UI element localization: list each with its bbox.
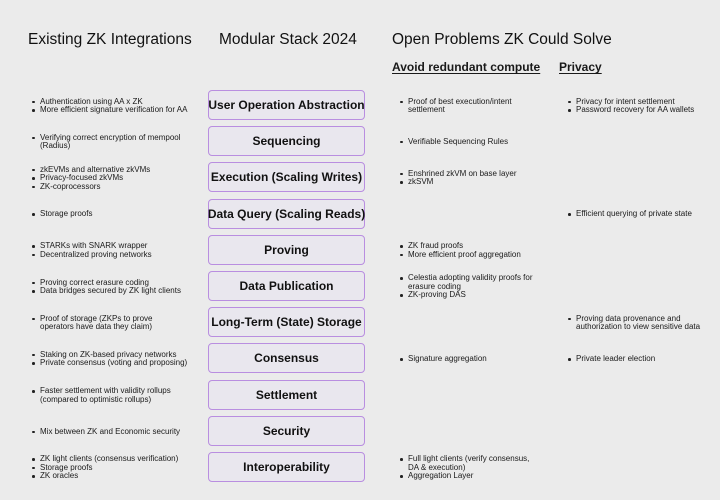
bullet-item: ZK-proving DAS: [400, 291, 533, 300]
bullet-item: Storage proofs: [31, 463, 178, 473]
existing-integrations: Proof of storage (ZKPs to prove operator…: [30, 307, 205, 339]
bullet-item: More efficient signature verification fo…: [31, 105, 188, 114]
bullet-item: Private consensus (voting and proposing): [31, 358, 188, 368]
stack-row: Mix between ZK and Economic security Secu…: [0, 415, 720, 448]
bullet-item: Storage proofs: [31, 209, 93, 219]
bullet-item: ZK-coprocessors: [31, 182, 150, 192]
privacy-problems: Private leader election: [566, 343, 716, 375]
bullet-item: Mix between ZK and Economic security: [31, 426, 181, 436]
privacy-problems: [566, 380, 716, 412]
stack-layer-box: Interoperability: [208, 452, 365, 482]
bullet-item: Proving correct erasure coding: [32, 278, 181, 288]
stack-layer-box: Data Publication: [208, 271, 365, 301]
bullet-item: zkSVM: [400, 178, 517, 187]
bullet-item: ZK fraud proofs: [400, 242, 521, 251]
existing-integrations: Storage proofs: [30, 199, 205, 231]
bullet-item: Decentralized proving networks: [32, 249, 152, 259]
compute-problems: [398, 307, 558, 339]
bullet-item: Proof of best execution/intent settlemen…: [400, 96, 512, 114]
subheader-compute: Avoid redundant compute: [392, 60, 541, 74]
bullet-item: Verifying correct encryption of mempool …: [32, 132, 181, 151]
compute-problems: Verifiable Sequencing Rules: [398, 126, 558, 158]
compute-problems: [398, 416, 558, 448]
bullet-item: More efficient proof aggregation: [400, 249, 521, 259]
privacy-problems: [566, 162, 716, 194]
bullet-item: Staking on ZK-based privacy networks: [31, 350, 187, 360]
bullet-item: Celestia adopting validity proofs for er…: [400, 273, 533, 291]
bullet-item: Proof of storage (ZKPs to prove operator…: [32, 313, 153, 332]
bullet-item: Efficient querying of private state: [568, 209, 692, 219]
stack-layer-box: Settlement: [208, 379, 365, 410]
privacy-problems: [566, 271, 716, 303]
existing-integrations: ZK light clients (consensus verification…: [30, 452, 205, 484]
stack-layer-box: User Operation Abstraction: [208, 90, 365, 120]
bullet-item: Full light clients (verify consensus, DA…: [399, 454, 530, 472]
privacy-problems: [566, 452, 716, 484]
compute-problems: [398, 199, 558, 231]
bullet-item: ZK oracles: [31, 472, 178, 481]
bullet-item: Verifiable Sequencing Rules: [399, 136, 509, 146]
bullet-item: Privacy-focused zkVMs: [31, 174, 150, 183]
stack-row: Proof of storage (ZKPs to prove operator…: [0, 307, 720, 339]
stack-layer-box: Sequencing: [208, 126, 365, 157]
bullet-item: zkEVMs and alternative zkVMs: [31, 164, 151, 174]
privacy-problems: Proving data provenance and authorizatio…: [566, 307, 716, 339]
header-existing: Existing ZK Integrations: [28, 31, 192, 48]
stack-layer-box: Proving: [208, 234, 365, 265]
stack-layer-box: Consensus: [208, 343, 365, 374]
compute-problems: Full light clients (verify consensus, DA…: [398, 452, 558, 484]
privacy-problems: [566, 235, 716, 267]
stack-row: Faster settlement with validity rollups …: [0, 379, 720, 412]
compute-problems: Proof of best execution/intent settlemen…: [398, 90, 558, 122]
bullet-item: Authentication using AA x ZK: [31, 97, 187, 107]
bullet-item: Faster settlement with validity rollups …: [32, 386, 171, 404]
existing-integrations: Faster settlement with validity rollups …: [30, 380, 205, 412]
bullet-item: Password recovery for AA wallets: [567, 105, 695, 114]
stack-row: Storage proofs Data Query (Scaling Reads)…: [0, 198, 720, 231]
header-modular-stack: Modular Stack 2024: [219, 31, 357, 48]
privacy-problems: Efficient querying of private state: [566, 199, 716, 231]
compute-problems: Signature aggregation: [398, 343, 558, 375]
privacy-problems: [566, 126, 716, 158]
bullet-item: STARKs with SNARK wrapper: [32, 242, 152, 251]
subheader-privacy: Privacy: [559, 60, 602, 74]
stack-row: ZK light clients (consensus verification…: [0, 452, 720, 484]
bullet-item: Privacy for intent settlement: [567, 97, 694, 107]
bullet-item: Aggregation Layer: [399, 472, 529, 481]
privacy-problems: [566, 416, 716, 448]
bullet-item: Enshrined zkVM on base layer: [400, 168, 517, 178]
bullet-item: Proving data provenance and authorizatio…: [567, 313, 701, 332]
header-open-problems: Open Problems ZK Could Solve: [392, 31, 612, 48]
stack-layer-box: Execution (Scaling Writes): [208, 162, 365, 193]
stack-layer-box: Data Query (Scaling Reads): [208, 198, 365, 229]
existing-integrations: Verifying correct encryption of mempool …: [30, 126, 205, 158]
bullet-item: Data bridges secured by ZK light clients: [32, 286, 181, 295]
compute-problems: Celestia adopting validity proofs for er…: [398, 271, 558, 303]
stack-row: Verifying correct encryption of mempool …: [0, 126, 720, 158]
bullet-item: Private leader election: [567, 354, 656, 364]
bullet-item: ZK light clients (consensus verification…: [31, 454, 179, 464]
stack-layer-box: Security: [208, 415, 365, 446]
stack-layer-box: Long-Term (State) Storage: [208, 307, 365, 338]
bullet-item: Signature aggregation: [400, 354, 487, 364]
existing-integrations: Mix between ZK and Economic security: [30, 416, 205, 448]
compute-problems: [398, 380, 558, 412]
